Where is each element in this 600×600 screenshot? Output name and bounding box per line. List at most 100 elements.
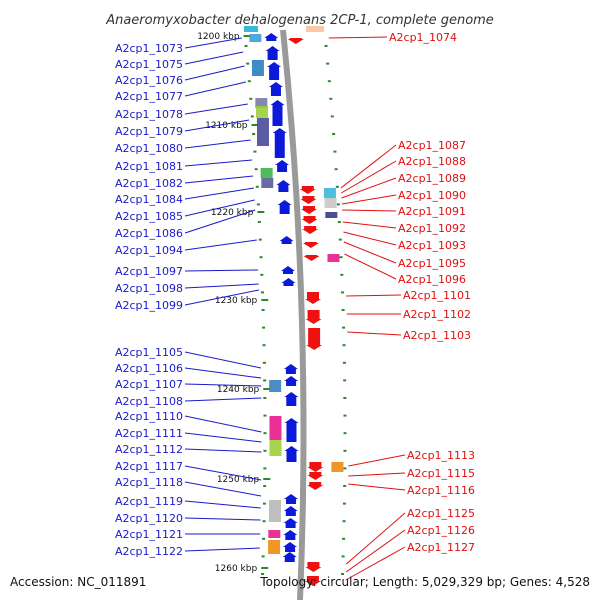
gene-label-left: A2cp1_1076: [115, 74, 183, 87]
minor-tick-left: [263, 467, 267, 470]
gene-arrow-left: [265, 46, 280, 60]
minor-tick-right: [343, 467, 347, 470]
leader-line-left: [184, 51, 244, 65]
gene-label-right: A2cp1_1113: [407, 449, 475, 462]
gene-arrow-left: [284, 392, 299, 406]
minor-tick-right: [343, 397, 347, 399]
leader-line-left: [184, 383, 262, 387]
minor-tick-left: [262, 361, 266, 364]
minor-tick-right: [343, 432, 347, 435]
gene-arrow-left: [284, 446, 299, 462]
leader-line-right: [342, 209, 397, 212]
gene-arrow-left: [282, 552, 297, 562]
leader-line-left: [184, 159, 253, 167]
minor-tick-left: [250, 115, 254, 118]
leader-line-left: [184, 187, 255, 200]
minor-tick-right: [326, 62, 330, 65]
leader-line-left: [184, 367, 262, 379]
gene-label-right: A2cp1_1093: [398, 239, 466, 252]
gene-annotation-block: [260, 168, 273, 178]
gene-label-left: A2cp1_1094: [115, 244, 183, 257]
gene-label-left: A2cp1_1078: [115, 108, 183, 121]
minor-tick-left: [244, 45, 248, 47]
minor-tick-right: [324, 45, 328, 47]
minor-tick-left: [260, 291, 264, 294]
gene-label-left: A2cp1_1108: [115, 395, 183, 408]
gene-arrow-left: [275, 160, 290, 172]
gene-label-left: A2cp1_1098: [115, 282, 183, 295]
gene-arrow-left: [270, 100, 285, 126]
minor-tick-right: [332, 133, 336, 135]
gene-arrow-left: [267, 62, 282, 80]
minor-tick-right: [335, 185, 339, 188]
gene-label-right: A2cp1_1102: [403, 308, 471, 321]
leader-line-left: [184, 517, 261, 521]
minor-tick-left: [249, 97, 253, 100]
leader-line-right: [345, 529, 406, 573]
gene-arrow-left: [268, 82, 283, 96]
gene-annotation-block: [268, 500, 281, 522]
gene-label-right: A2cp1_1103: [403, 329, 471, 342]
gene-label-right: A2cp1_1089: [398, 172, 466, 185]
leader-line-left: [184, 547, 260, 552]
leader-line-left: [184, 351, 262, 369]
gene-features: [244, 26, 344, 586]
leader-line-right: [348, 472, 406, 477]
gene-arrow-left: [280, 266, 295, 274]
gene-label-left: A2cp1_1118: [115, 476, 183, 489]
minor-tick-left: [262, 502, 266, 505]
gene-label-right: A2cp1_1101: [403, 289, 471, 302]
gene-annotation-block: [324, 198, 337, 208]
gene-annotation-block: [325, 212, 338, 218]
gene-arrow-left: [283, 542, 298, 552]
minor-tick-right: [342, 326, 346, 329]
gene-label-left: A2cp1_1099: [115, 299, 183, 312]
minor-tick-right: [343, 449, 347, 452]
gene-label-right: A2cp1_1127: [407, 541, 475, 554]
leader-line-left: [184, 448, 262, 453]
leader-line-right: [342, 221, 397, 229]
minor-tick-right: [342, 361, 346, 364]
gene-arrow-left: [283, 530, 298, 540]
gene-arrow-left: [284, 494, 299, 504]
gene-label-left: A2cp1_1110: [115, 410, 183, 423]
gene-annotation-block: [269, 380, 282, 392]
minor-tick-left: [256, 203, 260, 206]
gene-arrow-right: [304, 576, 321, 586]
gene-label-right: A2cp1_1092: [398, 222, 466, 235]
leader-line-right: [341, 177, 397, 199]
minor-tick-left: [261, 573, 265, 575]
gene-arrow-left: [283, 364, 298, 374]
leader-line-right: [343, 241, 397, 264]
leader-line-right: [340, 144, 397, 189]
gene-arrow-right: [303, 255, 320, 261]
label-leader-lines: [184, 36, 406, 581]
minor-tick-right: [329, 97, 333, 100]
gene-arrow-left: [284, 418, 299, 442]
gene-arrow-right: [307, 472, 324, 480]
leader-line-right: [348, 483, 406, 491]
minor-tick-right: [336, 203, 340, 206]
gene-label-right: A2cp1_1074: [389, 31, 457, 44]
minor-tick-left: [260, 273, 264, 276]
topology-text: Topology: circular; Length: 5,029,329 bp…: [259, 575, 590, 589]
gene-arrow-right: [287, 38, 304, 44]
scale-tick-label: 1230 kbp: [215, 296, 258, 306]
gene-annotation-block: [251, 60, 264, 76]
minor-tick-right: [339, 256, 343, 259]
leader-line-right: [340, 160, 397, 194]
gene-label-left: A2cp1_1081: [115, 160, 183, 173]
gene-arrow-right: [299, 186, 316, 194]
gene-label-right: A2cp1_1091: [398, 205, 466, 218]
minor-tick-left: [247, 80, 251, 83]
leader-line-left: [184, 500, 261, 509]
leader-line-left: [184, 239, 257, 251]
gene-label-left: A2cp1_1117: [115, 460, 183, 473]
accession-text: Accession: NC_011891: [10, 575, 146, 589]
leader-line-right: [348, 454, 406, 467]
minor-tick-right: [342, 502, 346, 505]
leader-line-left: [184, 199, 255, 217]
minor-tick-right: [340, 273, 344, 276]
